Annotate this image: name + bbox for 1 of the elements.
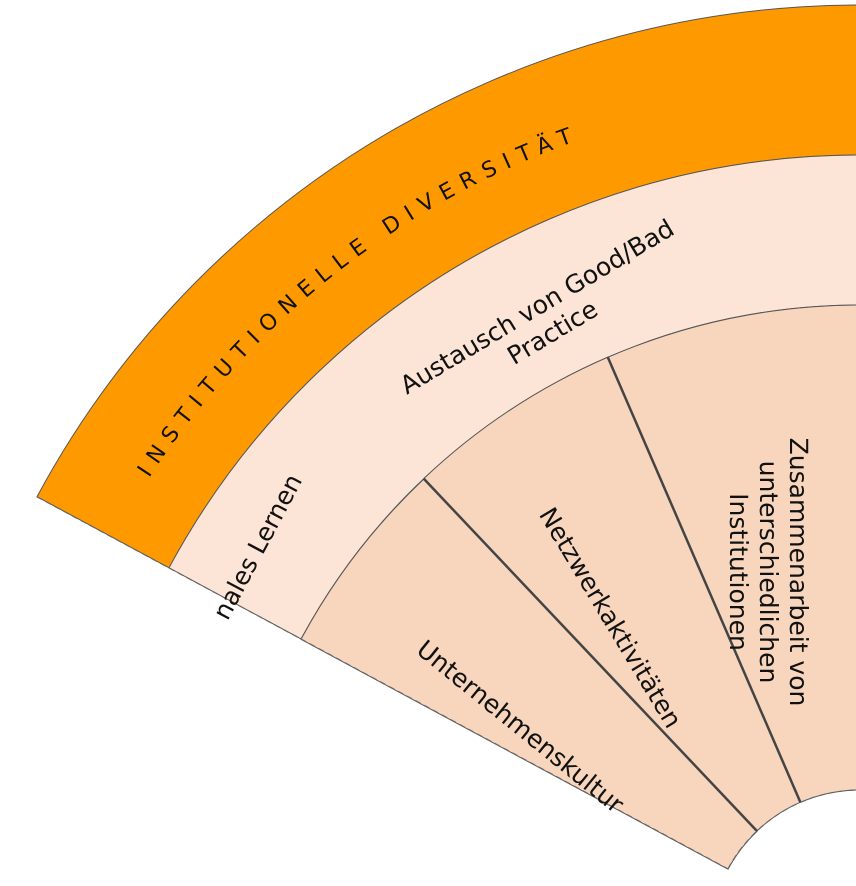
segment-label: Zusammenarbeit von unterschiedlichen Institutionen	[722, 436, 813, 708]
